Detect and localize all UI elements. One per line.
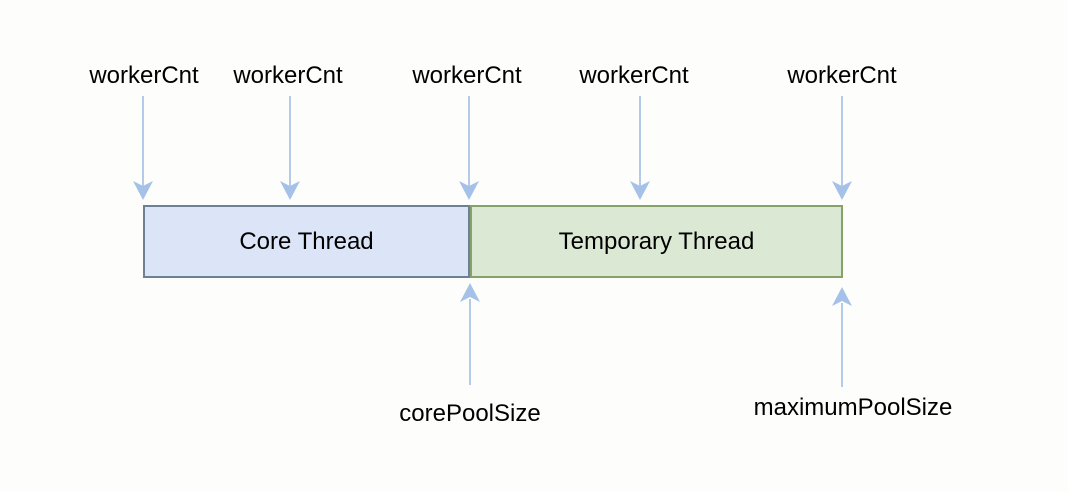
worker-count-label: workerCnt xyxy=(579,62,689,89)
worker-down-arrow-icon xyxy=(133,96,153,200)
temporary-thread-segment: Temporary Thread xyxy=(470,205,843,278)
core-thread-label: Core Thread xyxy=(239,227,374,255)
temporary-thread-label: Temporary Thread xyxy=(558,227,755,255)
worker-down-arrow-icon xyxy=(459,96,479,200)
worker-count-label: workerCnt xyxy=(787,62,897,89)
worker-count-label: workerCnt xyxy=(233,62,343,89)
core-pool-size-up-arrow-icon xyxy=(460,283,480,385)
worker-count-label: workerCnt xyxy=(89,62,199,89)
core-thread-segment: Core Thread xyxy=(143,205,470,278)
core-pool-size-label: corePoolSize xyxy=(399,400,541,427)
worker-count-label: workerCnt xyxy=(412,62,522,89)
worker-down-arrow-icon xyxy=(832,96,852,200)
maximum-pool-size-up-arrow-icon xyxy=(832,287,852,387)
worker-down-arrow-icon xyxy=(280,96,300,200)
worker-down-arrow-icon xyxy=(630,96,650,200)
maximum-pool-size-label: maximumPoolSize xyxy=(753,394,953,421)
